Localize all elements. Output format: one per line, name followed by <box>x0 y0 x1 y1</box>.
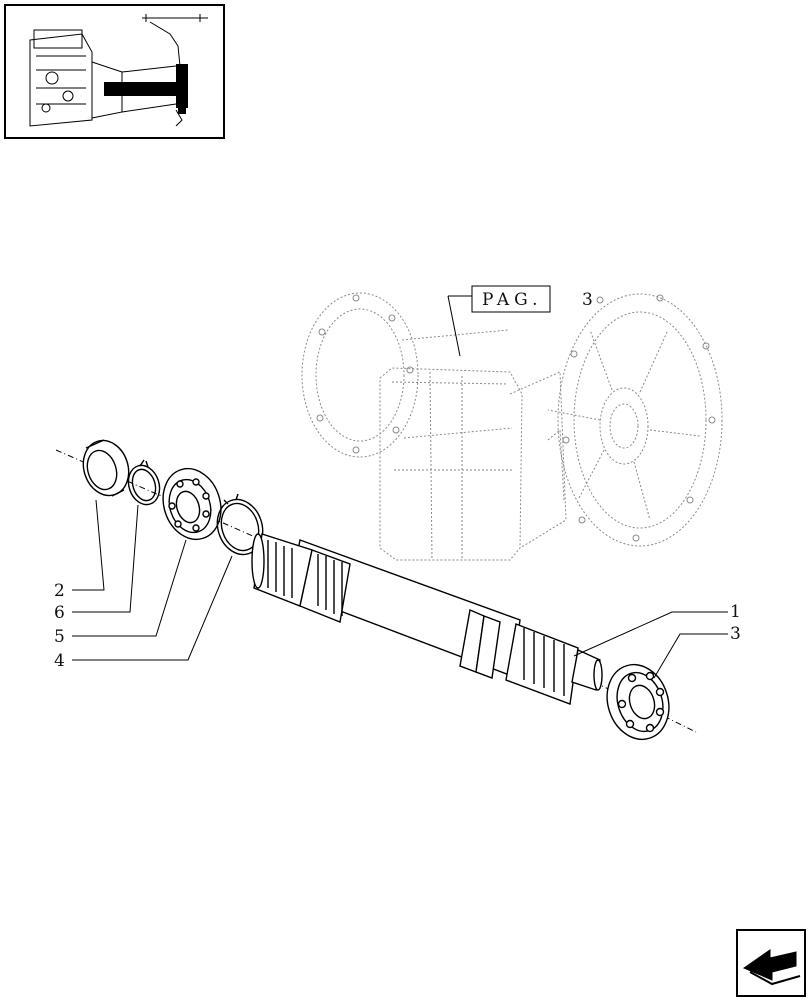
thumbnail-locator[interactable] <box>4 4 225 139</box>
callout-2: 2 <box>54 581 65 601</box>
page-reference-label: PAG. <box>482 290 543 310</box>
ball-bearing[interactable] <box>154 461 230 547</box>
seal-ring[interactable] <box>76 435 135 502</box>
roller-bearing[interactable] <box>598 657 679 748</box>
flange-bolt-holes <box>316 294 716 542</box>
page-reference-number: 3 <box>582 290 593 310</box>
callout-1: 1 <box>730 602 741 622</box>
axle-housing-ghost <box>301 292 723 561</box>
callout-3: 3 <box>730 624 741 644</box>
page-reference[interactable]: PAG. 3 <box>447 285 593 357</box>
callout-6: 6 <box>54 603 65 623</box>
callout-5: 5 <box>54 627 65 647</box>
back-arrow-icon <box>742 949 801 986</box>
splined-shaft[interactable] <box>251 533 603 705</box>
snap-ring[interactable] <box>210 493 269 561</box>
callout-4: 4 <box>54 651 65 671</box>
leader-lines <box>72 499 728 679</box>
callout-numbers: 2 6 5 4 1 3 <box>54 581 741 671</box>
back-arrow-button[interactable] <box>736 929 806 997</box>
circlip[interactable] <box>124 459 165 509</box>
